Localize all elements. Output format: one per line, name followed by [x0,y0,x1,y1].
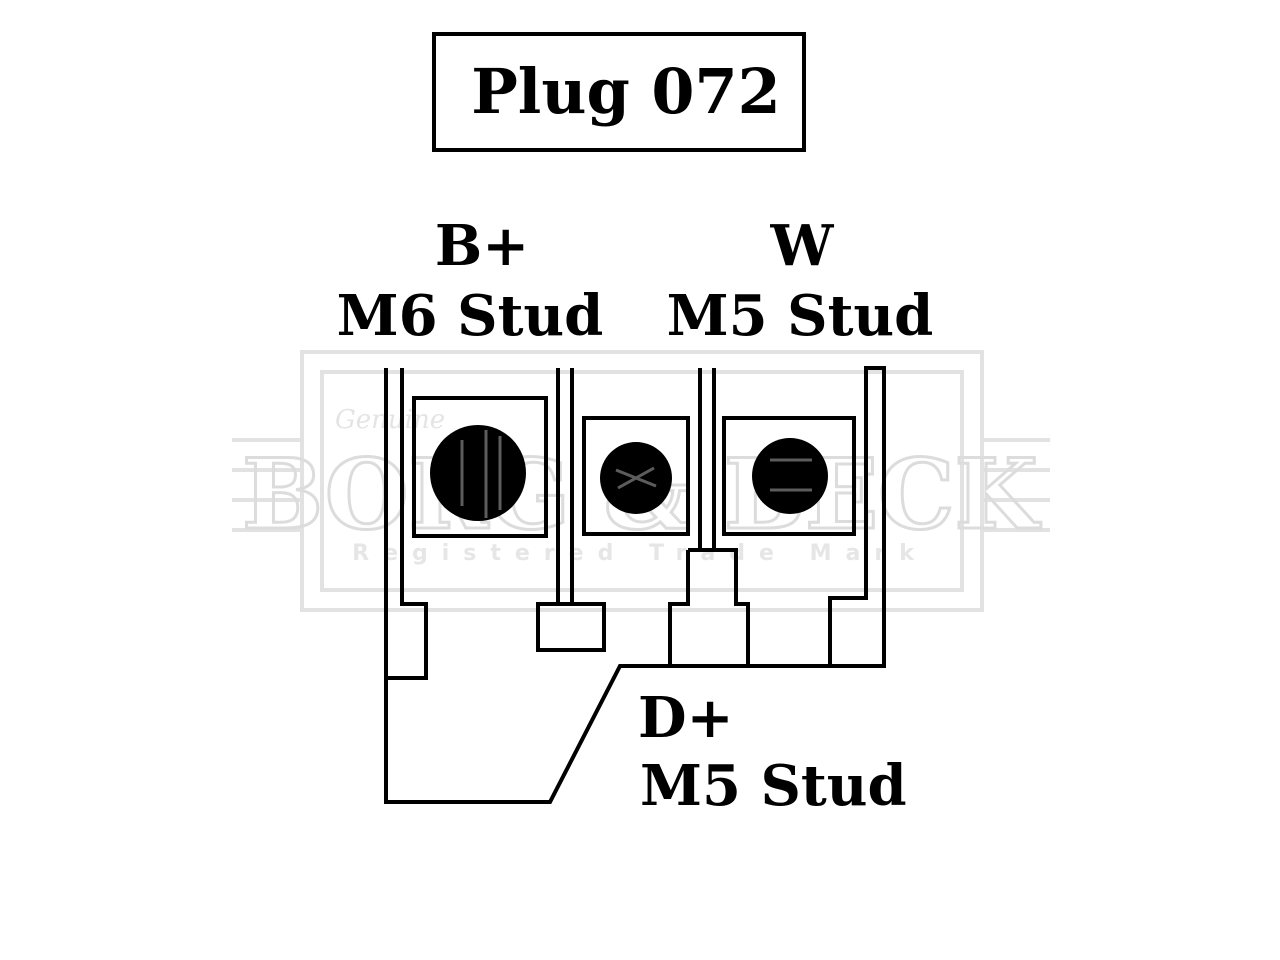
plug-body [384,366,886,804]
label-b-plus-stud: M6 Stud [337,283,604,349]
label-b-plus: B+ [435,213,529,279]
pocket-centre [582,416,690,536]
studs [430,425,828,521]
label-w-stud: M5 Stud [667,283,934,349]
watermark-tagline: Registered Trade Mark [352,541,928,566]
label-w: W [770,213,835,279]
stud-b-plus-icon [430,425,526,521]
watermark-script: Genuine [335,405,445,435]
label-d-plus: D+ [638,685,733,751]
pocket-w [722,416,856,536]
stud-w-icon [752,438,828,514]
terminal-pockets [412,396,856,538]
diagram-title: Plug 072 [471,55,781,128]
pocket-b-plus [412,396,548,538]
title-box [432,32,806,152]
label-d-plus-stud: M5 Stud [640,753,907,819]
